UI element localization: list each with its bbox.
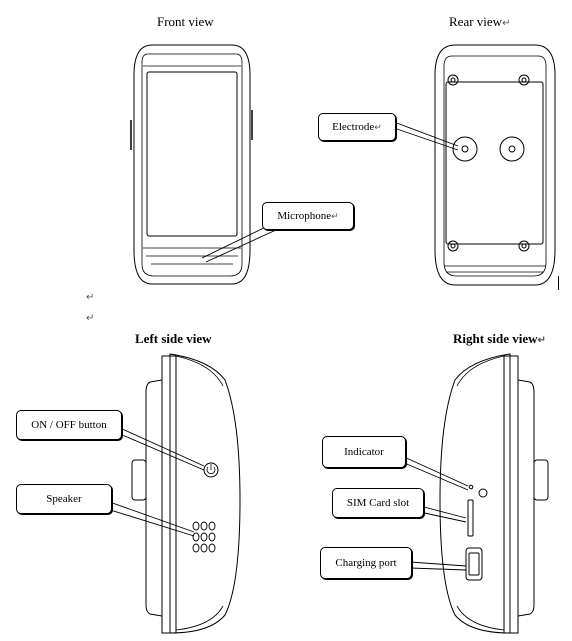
callout-leaders <box>103 121 469 571</box>
front-view-drawing <box>130 44 253 285</box>
on-off-button-callout: ON / OFF button <box>16 410 122 440</box>
charging-port-callout: Charging port <box>320 547 412 579</box>
rear-view-title: Rear view↵ <box>449 14 511 29</box>
right-side-view-title: Right side view↵ <box>453 331 546 346</box>
text-cursor <box>558 276 559 290</box>
left-side-view-drawing <box>131 353 241 634</box>
electrode-callout: Electrode↵ <box>318 113 396 141</box>
microphone-callout: Microphone↵ <box>262 202 354 230</box>
paragraph-mark: ↵ <box>86 292 95 303</box>
front-view-title: Front view <box>157 14 214 29</box>
sim-card-slot-callout: SIM Card slot <box>332 488 424 518</box>
paragraph-mark: ↵ <box>86 313 95 324</box>
left-side-view-title: Left side view <box>135 331 212 346</box>
rear-view-drawing <box>434 44 556 286</box>
speaker-callout: Speaker <box>16 484 112 514</box>
indicator-callout: Indicator <box>322 436 406 468</box>
right-side-view-drawing <box>439 353 549 634</box>
